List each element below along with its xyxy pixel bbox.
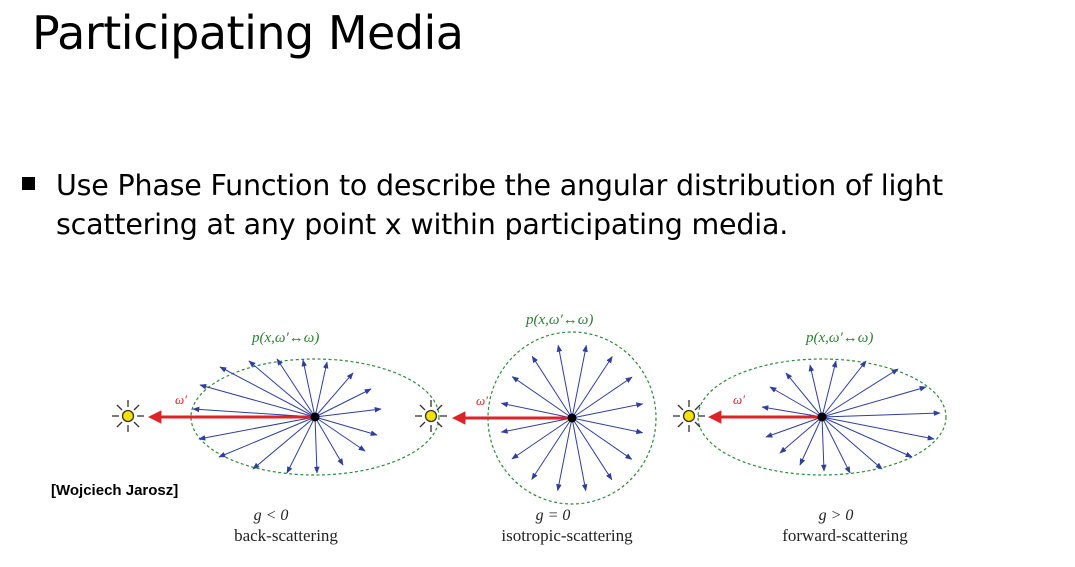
scatter-ray-arrow xyxy=(218,416,316,458)
panel-caption: forward-scattering xyxy=(782,526,908,545)
scatter-ray-arrow xyxy=(765,416,823,438)
scatter-ray-arrow xyxy=(821,360,838,418)
scatter-point xyxy=(817,412,827,422)
scatter-ray-arrow xyxy=(785,372,823,418)
scatter-ray-arrow xyxy=(301,359,316,418)
panel-isotropic-scattering: p(x,ω′↔ω) ω′ g = 0 isotropic-scattering xyxy=(415,312,657,545)
scatter-ray-arrow xyxy=(821,416,913,458)
incoming-direction-label: ω′ xyxy=(175,392,187,407)
scatter-ray-arrow xyxy=(511,417,573,460)
scatter-ray-arrow xyxy=(821,416,851,474)
scatter-ray-arrow xyxy=(556,344,573,419)
scatter-ray-arrow xyxy=(511,376,573,419)
incoming-direction-label: ω′ xyxy=(476,393,488,408)
bullet-square-icon xyxy=(22,177,35,190)
scatter-ray-arrow xyxy=(571,417,613,481)
g-parameter-label: g = 0 xyxy=(536,507,571,524)
scatter-ray-arrow xyxy=(779,416,823,454)
scatter-ray-arrow xyxy=(531,355,573,419)
phase-function-label: p(x,ω′↔ω) xyxy=(251,330,319,346)
phase-ellipse xyxy=(697,358,947,476)
scatter-ray-arrow xyxy=(821,386,927,418)
scatter-ray-arrow xyxy=(761,405,823,418)
scatter-ray-arrow xyxy=(252,416,316,470)
panel-caption: isotropic-scattering xyxy=(501,526,633,545)
scatter-ray-arrow xyxy=(314,388,372,418)
scatter-ray-arrow xyxy=(314,416,366,452)
phase-ellipse xyxy=(190,358,440,476)
scatter-ray-arrow xyxy=(314,361,329,418)
slide-title: Participating Media xyxy=(32,6,464,60)
scatter-point xyxy=(310,412,320,422)
scatter-ray-arrow xyxy=(571,356,613,419)
scatter-ray-arrow xyxy=(799,416,823,466)
phase-function-label: p(x,ω′↔ω) xyxy=(525,312,593,328)
g-parameter-label: g > 0 xyxy=(819,507,854,524)
g-parameter-label: g < 0 xyxy=(254,507,289,524)
scatter-rays xyxy=(761,360,941,474)
scatter-rays xyxy=(192,358,382,474)
bullet-text: Use Phase Function to describe the angul… xyxy=(56,166,1056,244)
scatter-ray-arrow xyxy=(199,383,316,418)
incoming-direction-label: ω′ xyxy=(733,392,745,407)
light-source-icon xyxy=(415,400,447,432)
scatter-ray-arrow xyxy=(276,358,316,418)
scatter-ray-arrow xyxy=(500,417,573,434)
scatter-ray-arrow xyxy=(286,416,316,474)
scatter-ray-arrow xyxy=(571,417,588,492)
scatter-ray-arrow xyxy=(821,368,899,418)
scatter-ray-arrow xyxy=(314,372,354,418)
scatter-ray-arrow xyxy=(314,416,378,436)
light-source-icon xyxy=(673,400,705,432)
scatter-ray-arrow xyxy=(314,416,344,466)
scatter-ray-arrow xyxy=(500,401,573,419)
scatter-rays xyxy=(500,344,644,492)
light-source-icon xyxy=(112,400,144,432)
scatter-ray-arrow xyxy=(769,386,823,418)
scatter-ray-arrow xyxy=(571,417,633,460)
scatter-ray-arrow xyxy=(531,417,573,480)
scatter-ray-arrow xyxy=(314,406,382,418)
scatter-ray-arrow xyxy=(821,410,941,418)
scatter-ray-arrow xyxy=(198,416,316,441)
panel-forward-scattering: p(x,ω′↔ω) ω′ g > 0 forward-scattering xyxy=(673,330,947,545)
scatter-ray-arrow xyxy=(571,376,633,419)
scatter-ray-arrow xyxy=(248,360,316,418)
scatter-ray-arrow xyxy=(808,364,823,418)
panel-caption: back-scattering xyxy=(234,526,338,545)
scatter-ray-arrow xyxy=(821,360,867,418)
scatter-ray-arrow xyxy=(313,416,320,474)
scatter-ray-arrow xyxy=(571,417,644,435)
bullet-line-2: scattering at any point x within partici… xyxy=(56,208,789,241)
scatter-ray-arrow xyxy=(820,416,827,472)
scatter-point xyxy=(567,413,577,423)
figure-credit: [Wojciech Jarosz] xyxy=(51,482,179,499)
scatter-ray-arrow xyxy=(571,344,588,419)
scatter-ray-arrow xyxy=(821,416,883,470)
scatter-ray-arrow xyxy=(556,417,573,492)
bullet-line-1: Use Phase Function to describe the angul… xyxy=(56,169,943,202)
panel-back-scattering: p(x,ω′↔ω) ω′ g < 0 back-scattering xyxy=(112,330,440,545)
scatter-ray-arrow xyxy=(821,416,935,441)
phase-function-label: p(x,ω′↔ω) xyxy=(805,330,873,346)
scatter-ray-arrow xyxy=(219,366,316,418)
scatter-ray-arrow xyxy=(571,402,644,419)
